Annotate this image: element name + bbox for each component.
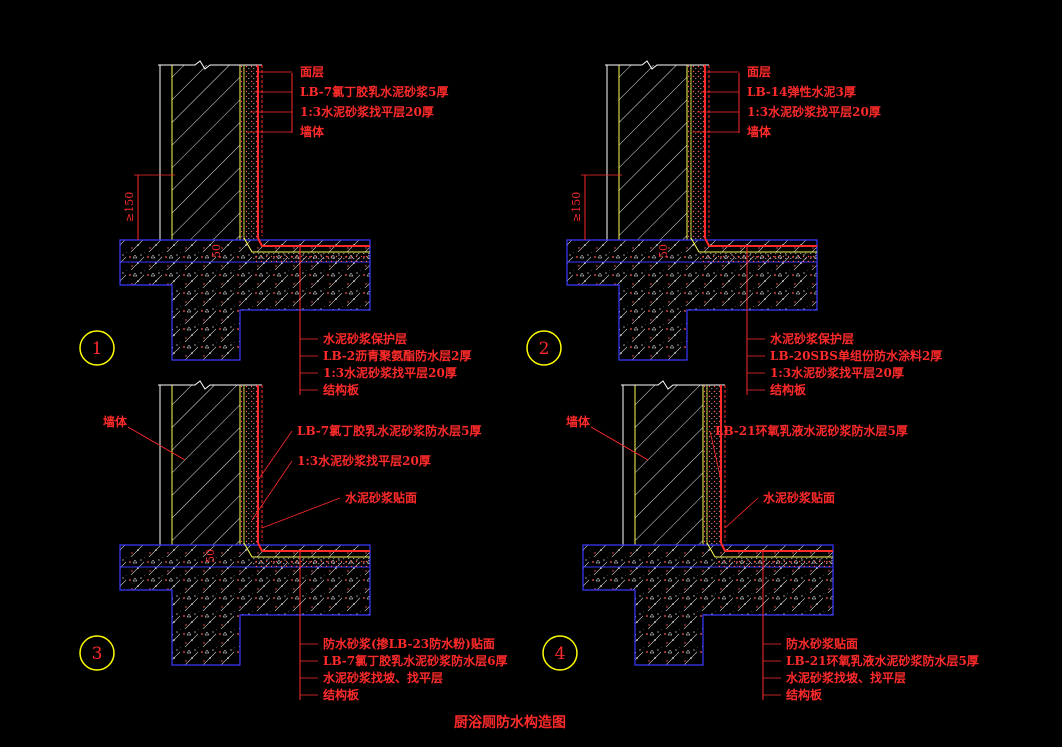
wall-section [172, 385, 240, 545]
detail-number: 3 [92, 644, 103, 664]
dimension-corner: 50 [210, 244, 223, 258]
wall-label: 墙体 [103, 414, 128, 429]
floor-label: 1:3水泥砂浆找平层20厚 [323, 365, 457, 380]
floor-label: 水泥砂浆找坡、找平层 [323, 670, 443, 685]
detail-1: ≥150501面层LB-7氯丁胶乳水泥砂浆5厚1:3水泥砂浆找平层20厚墙体水泥… [79, 60, 471, 397]
floor-slab [119, 544, 371, 666]
detail-number: 2 [539, 339, 550, 359]
upper-label: 1:3水泥砂浆找平层20厚 [297, 453, 431, 468]
upper-label: LB-21环氧乳液水泥砂浆防水层5厚 [715, 423, 908, 438]
wall-leader [590, 426, 649, 461]
plaster-layer [704, 385, 720, 545]
floor-label: LB-20SBS单组份防水涂料2厚 [770, 348, 942, 363]
dimension-corner: 50 [657, 244, 670, 258]
floor-label: 结构板 [323, 382, 360, 397]
floor-label: 水泥砂浆保护层 [770, 331, 854, 346]
floor-label: 防水砂浆(掺LB-23防水粉)贴面 [323, 636, 495, 651]
floor-label: 1:3水泥砂浆找平层20厚 [770, 365, 904, 380]
wall-section [172, 65, 240, 240]
wall-label: 墙体 [747, 124, 772, 139]
wall-label: 墙体 [300, 124, 325, 139]
floor-membrane [704, 237, 817, 247]
floor-label: 结构板 [786, 687, 823, 702]
plaster-layer [241, 65, 257, 240]
wall-label: 墙体 [566, 414, 591, 429]
wall-section [635, 385, 703, 545]
wall-label: 1:3水泥砂浆找平层20厚 [300, 104, 434, 119]
wall-label: 面层 [300, 65, 324, 79]
detail-number-circle [79, 635, 115, 671]
detail-number: 4 [555, 644, 566, 664]
break-line [621, 380, 725, 390]
floor-label: 水泥砂浆找坡、找平层 [786, 670, 906, 685]
detail-2: ≥150502面层LB-14弹性水泥3厚1:3水泥砂浆找平层20厚墙体水泥砂浆保… [526, 60, 942, 397]
upper-label: 水泥砂浆贴面 [763, 490, 835, 505]
dimension-height: ≥150 [570, 192, 583, 222]
plaster-layer [688, 65, 704, 240]
floor-slab [566, 239, 818, 361]
wall-label: 面层 [747, 65, 771, 79]
floor-label: LB-21环氧乳液水泥砂浆防水层5厚 [786, 653, 979, 668]
floor-label: LB-7氯丁胶乳水泥砂浆防水层6厚 [323, 653, 507, 668]
floor-membrane [720, 542, 833, 552]
detail-number-circle [542, 635, 578, 671]
label-leader [257, 430, 293, 481]
floor-label: 结构板 [770, 382, 807, 397]
floor-slab [119, 239, 371, 361]
floor-label: LB-2沥青聚氨酯防水层2厚 [323, 348, 471, 363]
wall-label: LB-14弹性水泥3厚 [747, 84, 856, 99]
break-line [158, 380, 262, 390]
detail-number-circle [526, 330, 562, 366]
wall-leader [127, 426, 186, 461]
wall-section [619, 65, 687, 240]
dimension-corner: 50 [204, 549, 217, 563]
screed-layer [252, 557, 370, 567]
break-line [158, 60, 262, 70]
detail-number-circle [79, 330, 115, 366]
floor-slab [582, 544, 834, 666]
upper-label: 水泥砂浆贴面 [345, 490, 417, 505]
screed-layer [699, 252, 817, 262]
detail-number: 1 [92, 339, 103, 359]
floor-membrane [257, 542, 370, 552]
screed-layer [715, 557, 833, 567]
wall-label: 1:3水泥砂浆找平层20厚 [747, 104, 881, 119]
label-leader [709, 430, 722, 481]
floor-membrane [257, 237, 370, 247]
wall-label: LB-7氯丁胶乳水泥砂浆5厚 [300, 84, 448, 99]
floor-label: 结构板 [323, 687, 360, 702]
upper-label: LB-7氯丁胶乳水泥砂浆防水层5厚 [297, 423, 481, 438]
detail-3: 50 3 墙体 LB-7氯丁胶乳水泥砂浆防水层5厚 1:3水泥砂浆找平层20厚水泥砂浆贴… [79, 380, 507, 702]
screed-layer [252, 252, 370, 262]
floor-label: 防水砂浆贴面 [786, 636, 858, 651]
dimension-height: ≥150 [123, 192, 136, 222]
label-leader [261, 497, 341, 529]
drawing-title: 厨浴厕防水构造图 [454, 714, 566, 731]
label-leader [724, 497, 759, 529]
floor-label: 水泥砂浆保护层 [323, 331, 407, 346]
label-leader [251, 460, 293, 521]
break-line [605, 60, 709, 70]
detail-4: 4墙体LB-21环氧乳液水泥砂浆防水层5厚水泥砂浆贴面防水砂浆贴面LB-21环氧… [542, 380, 979, 702]
plaster-layer [241, 385, 257, 545]
